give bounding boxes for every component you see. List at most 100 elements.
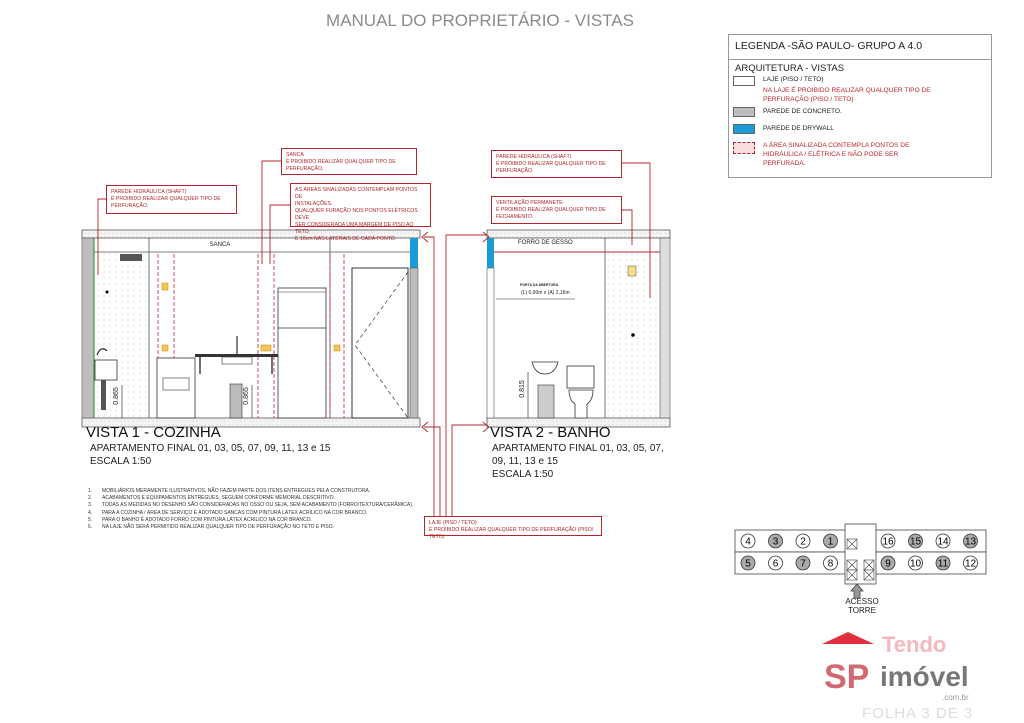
unit-2 [795, 533, 811, 549]
legend-drywall: PAREDE DE DRYWALL [763, 125, 834, 132]
note-text: NA LAJE NÃO SERÁ PERMITIDO REALIZAR QUAL… [102, 524, 334, 531]
callout-line: É PROIBIDO REALIZAR QUALQUER TIPO DE [496, 207, 606, 214]
dimension: 0.865 [242, 387, 250, 405]
door-label: PORTA DA ABERTURA [520, 283, 559, 287]
unit-label: 10 [910, 559, 922, 570]
callout-line: LAJE (PISO / TETO) [429, 520, 477, 526]
note: 2.ACABAMENTOS E EQUIPAMENTOS ENTREGUES, … [88, 495, 335, 502]
callout-line: PERFURAÇÃO. [286, 166, 324, 173]
callout-line: FECHAMENTO. [496, 214, 534, 221]
note-text: MOBILIÁRIOS MERAMENTE ILUSTRATIVOS, NÃO … [102, 488, 371, 494]
unit-label: 9 [885, 559, 891, 570]
unit-13 [963, 533, 978, 549]
callout-laje: LAJE (PISO / TETO)É PROIBIDO REALIZAR QU… [424, 516, 602, 540]
legend-header: LEGENDA -SÃO PAULO- GRUPO A 4.0 [729, 35, 991, 60]
callout-bath-shaft: PAREDE HIDRÁULICA (SHAFT)É PROIBIDO REAL… [491, 150, 622, 178]
legend-marked-area: A ÁREA SINALIZADA CONTEMPLA PONTOS DE HI… [763, 142, 910, 167]
callout-line: QUALQUER FURAÇÃO NOS PONTOS ELÉTRICOS DE… [295, 208, 418, 222]
counter [195, 354, 280, 357]
unit-8 [823, 555, 838, 571]
ceiling-slab [81, 229, 421, 239]
view2-subtitle-2: 09, 11, 13 e 15 [492, 456, 558, 467]
view2-scale: ESCALA 1:50 [492, 469, 554, 480]
page-title: MANUAL DO PROPRIETÁRIO - VISTAS [326, 11, 634, 30]
unit-label: 3 [773, 537, 779, 548]
legend-concrete: PAREDE DE CONCRETO. [763, 108, 842, 115]
unit-9 [880, 555, 896, 571]
unit-label: 6 [773, 559, 779, 570]
marked-area-swatch [733, 142, 755, 154]
door [351, 267, 409, 419]
note-text: PARA A COZINHA / ÁREA DE SERVIÇO É ADOTA… [102, 509, 368, 516]
exhaust-vent [120, 254, 142, 261]
logo-graphic: Tendo SP imóvel .com.br [822, 632, 969, 702]
access-arrow-icon [850, 583, 864, 599]
unit-11 [935, 555, 951, 571]
unit-7 [795, 555, 811, 571]
unit-label: 2 [800, 537, 806, 548]
floor-slab [81, 417, 421, 428]
unit-4 [740, 533, 756, 549]
ceiling-label: FORRO DE GESSO [518, 240, 573, 246]
note-text: PARA O BANHO É ADOTADO FORRO COM PINTURA… [102, 516, 312, 523]
unit-5 [740, 555, 756, 571]
sheet-number: FOLHA 3 DE 3 [862, 705, 974, 722]
access-line: ACESSO [845, 597, 879, 606]
dimension: 0.815 [518, 380, 526, 398]
note: 4.PARA A COZINHA / ÁREA DE SERVIÇO É ADO… [88, 509, 368, 516]
callout-kitchen-shaft: PAREDE HIDRÁULICA (SHAFT)É PROIBIDO REAL… [106, 185, 237, 214]
concrete-wall [81, 237, 95, 419]
svg-text:Tendo: Tendo [882, 632, 946, 657]
legend: LEGENDA -SÃO PAULO- GRUPO A 4.0 ARQUITET… [728, 34, 992, 178]
note: 1.MOBILIÁRIOS MERAMENTE ILUSTRATIVOS, NÃ… [88, 488, 371, 494]
access-line: TORRE [848, 606, 876, 615]
kitchen-elevation [81, 229, 421, 428]
note-text: TODAS AS MEDIDAS NO DESENHO SÃO CONSIDER… [102, 502, 414, 509]
svg-text:SP: SP [824, 658, 869, 696]
legend-laje-note: NA LAJE É PROIBIDO REALIZAR QUALQUER TIP… [763, 87, 931, 103]
dimension: 0.865 [112, 387, 120, 405]
callout-line: SER CONSIDERADA UMA MARGEM DE PISO AO TE… [295, 222, 414, 236]
washbasin [531, 361, 559, 375]
unit-label: 16 [882, 537, 894, 548]
note: 5.PARA O BANHO É ADOTADO FORRO COM PINTU… [88, 516, 312, 523]
callout-line: AS ÁREAS SINALIZADAS CONTEMPLAM PONTOS D… [295, 187, 418, 201]
view1-scale: ESCALA 1:50 [90, 456, 152, 467]
concrete-swatch [733, 107, 755, 117]
unit-label: 5 [745, 559, 751, 570]
note-text: ACABAMENTOS E EQUIPAMENTOS ENTREGUES, SE… [102, 495, 335, 502]
svg-text:.com.br: .com.br [942, 693, 969, 702]
unit-label: 4 [745, 537, 751, 548]
stove [156, 357, 196, 419]
unit-label: 11 [938, 559, 949, 570]
callout-line: É PROIBIDO REALIZAR QUALQUER TIPO DE [111, 196, 221, 203]
key-plan [734, 523, 987, 599]
callout-ventilation: VENTILAÇÃO PERMANETE:É PROIBIDO REALIZAR… [491, 196, 622, 224]
callout-line: E 10cm NAS LATERAIS DE CADA PONTO. [295, 236, 397, 243]
unit-16 [880, 533, 896, 549]
callout-line: É PROIBIDO REALIZAR QUALQUER TIPO DE PER… [429, 527, 594, 541]
callout-areas: AS ÁREAS SINALIZADAS CONTEMPLAM PONTOS D… [290, 183, 431, 242]
callout-line: É PROIBIDO REALIZAR QUALQUER TIPO DE [496, 161, 606, 168]
bathroom-elevation [486, 229, 671, 428]
callout-line: VENTILAÇÃO PERMANETE: [496, 200, 565, 206]
drywall-wall [410, 238, 418, 268]
callout-line: PAREDE HIDRÁULICA (SHAFT) [496, 154, 572, 160]
callout-line: PERFURAÇÃO. [111, 203, 149, 210]
callout-line: PAREDE HIDRÁULICA (SHAFT) [111, 189, 187, 195]
unit-10 [908, 555, 923, 571]
note: 3.TODAS AS MEDIDAS NO DESENHO SÃO CONSID… [88, 502, 414, 509]
unit-label: 12 [965, 559, 977, 570]
unit-label: 8 [828, 559, 834, 570]
unit-15 [908, 533, 923, 549]
view2-title: VISTA 2 - BANHO [490, 424, 611, 441]
view1-title: VISTA 1 - COZINHA [86, 424, 221, 441]
unit-label: 13 [965, 537, 977, 548]
laje-swatch [733, 76, 755, 86]
toilet [566, 365, 595, 389]
sanca-label: SANCA [209, 242, 231, 248]
unit-3 [768, 533, 783, 549]
